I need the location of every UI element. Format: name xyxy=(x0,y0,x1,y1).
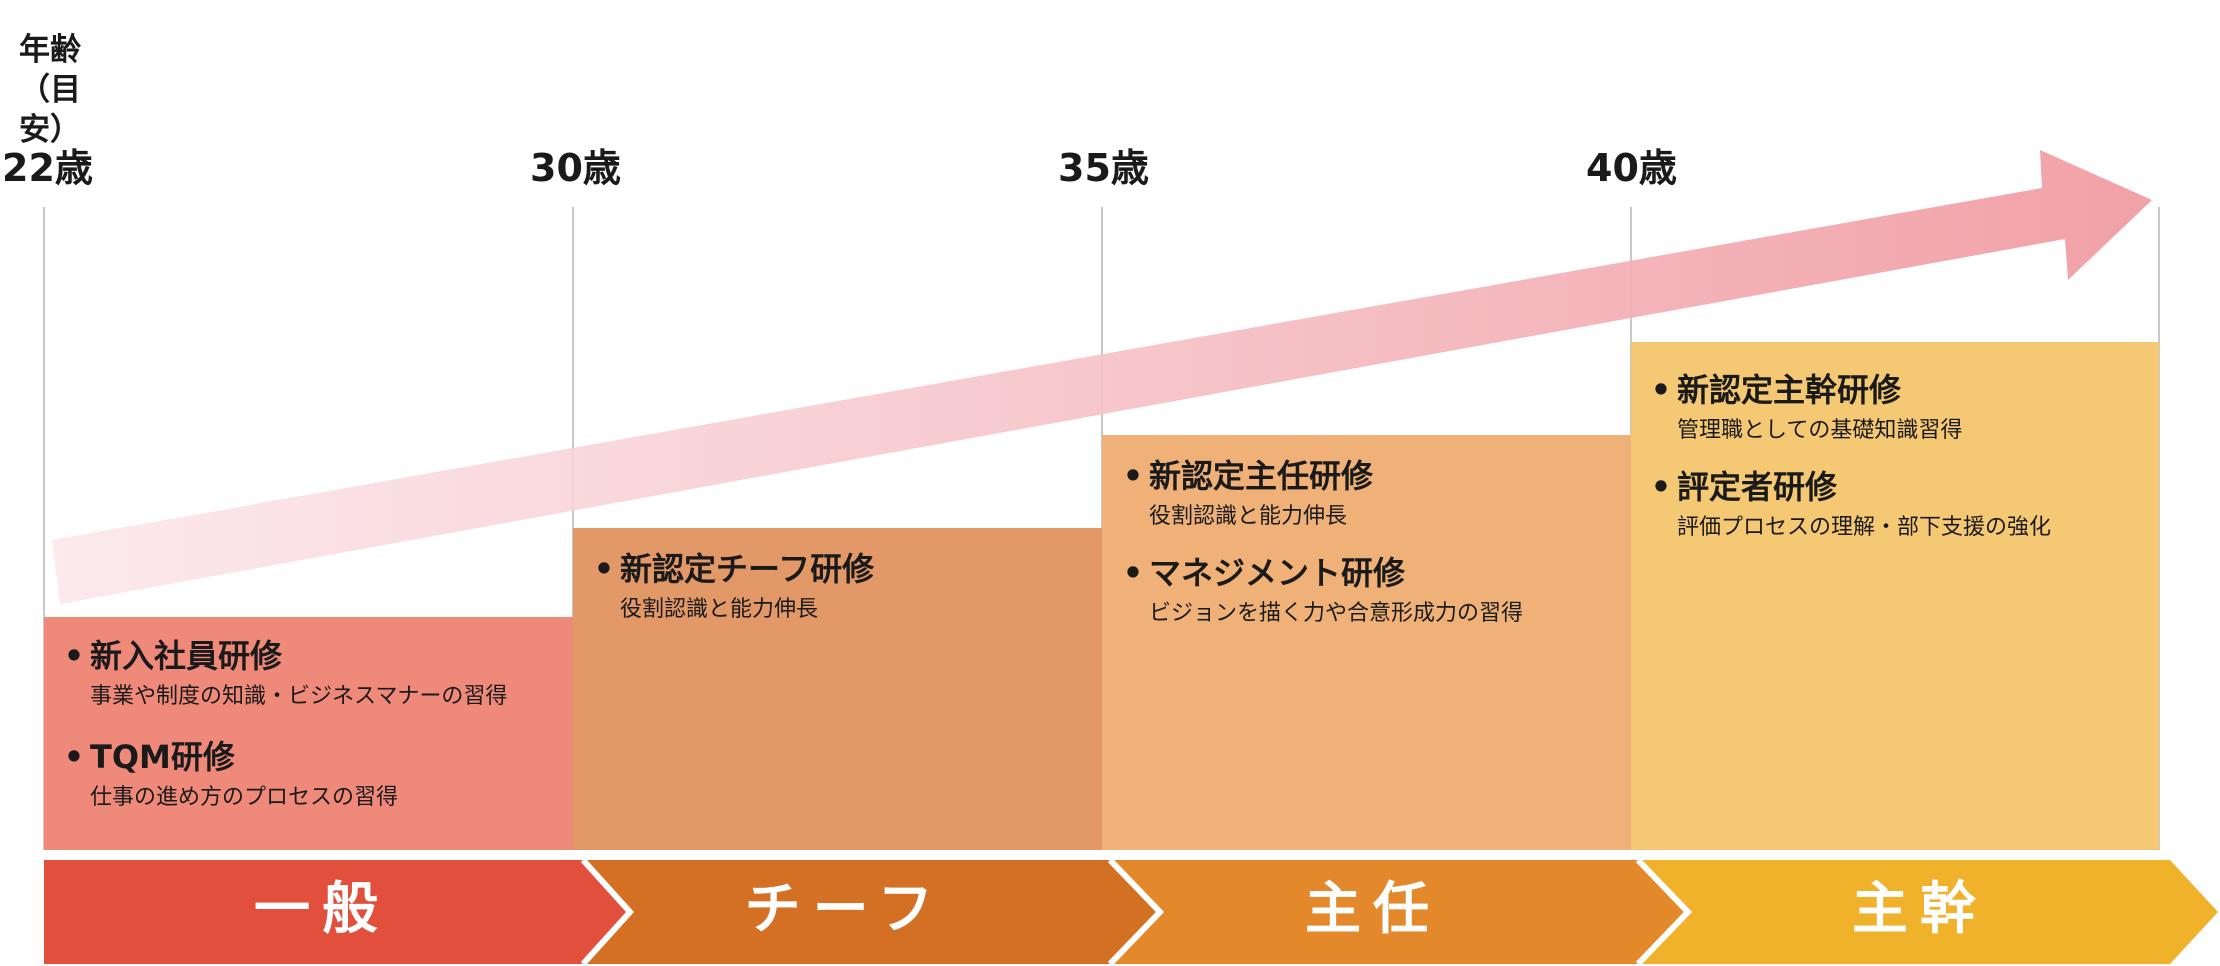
bullet-icon: • xyxy=(63,738,85,776)
course-management: •マネジメント研修 ビジョンを描く力や合意形成力の習得 xyxy=(1117,553,1523,629)
course-desc: 評価プロセスの理解・部下支援の強化 xyxy=(1677,515,2052,540)
bullet-icon: • xyxy=(1650,371,1672,409)
course-shunin-nintei: •新認定主任研修 役割認識と能力伸長 xyxy=(1117,456,1373,532)
course-name: 評定者研修 xyxy=(1677,468,1838,506)
axis-title-line2: （目安） xyxy=(19,72,81,148)
course-shukan-nintei: •新認定主幹研修 管理職としての基礎知識習得 xyxy=(1645,370,1963,446)
course-desc: 管理職としての基礎知識習得 xyxy=(1677,418,1963,443)
bullet-icon: • xyxy=(593,550,615,588)
course-chief-nintei: •新認定チーフ研修 役割認識と能力伸長 xyxy=(588,549,874,625)
bullet-icon: • xyxy=(1650,468,1672,506)
step-block-chief xyxy=(573,528,1102,850)
stage-chevron-general xyxy=(44,860,630,964)
growth-arrow xyxy=(52,150,2152,604)
course-desc: 役割認識と能力伸長 xyxy=(1149,504,1348,529)
guide-line-22 xyxy=(43,207,45,850)
stage-label-chief: チーフ xyxy=(744,877,946,942)
course-desc: 事業や制度の知識・ビジネスマナーの習得 xyxy=(90,684,508,709)
age-label-35: 35歳 xyxy=(1058,146,1149,190)
stage-chevron-shunin xyxy=(1110,860,1688,964)
axis-title-line1: 年齢 xyxy=(19,32,81,68)
bullet-icon: • xyxy=(63,637,85,675)
axis-title: 年齢 （目安） xyxy=(0,30,100,150)
stage-label-shunin: 主任 xyxy=(1305,877,1441,942)
stage-label-general: 一般 xyxy=(254,877,390,942)
course-name: 新入社員研修 xyxy=(90,637,283,675)
step-block-shunin xyxy=(1102,435,1631,850)
course-name: 新認定主任研修 xyxy=(1149,457,1374,495)
course-desc: 役割認識と能力伸長 xyxy=(620,597,819,622)
bullet-icon: • xyxy=(1122,554,1144,592)
course-desc: 仕事の進め方のプロセスの習得 xyxy=(90,785,399,810)
course-name: 新認定チーフ研修 xyxy=(620,550,875,588)
age-label-30: 30歳 xyxy=(530,146,621,190)
course-desc: ビジョンを描く力や合意形成力の習得 xyxy=(1149,601,1524,626)
stage-label-shukan: 主幹 xyxy=(1852,877,1988,942)
stage-chevron-chief xyxy=(583,860,1160,964)
stage-chevron-shukan xyxy=(1638,860,2218,964)
step-block-general xyxy=(44,617,573,850)
course-name: マネジメント研修 xyxy=(1149,554,1406,592)
step-block-shukan xyxy=(1631,342,2159,850)
course-shinnyu-shain: •新入社員研修 事業や制度の知識・ビジネスマナーの習得 xyxy=(58,636,508,712)
course-name: TQM研修 xyxy=(90,738,235,776)
age-label-22: 22歳 xyxy=(2,146,93,190)
age-label-40: 40歳 xyxy=(1586,146,1677,190)
bullet-icon: • xyxy=(1122,457,1144,495)
course-hyoteisha: •評定者研修 評価プロセスの理解・部下支援の強化 xyxy=(1645,467,2051,543)
guide-line-end xyxy=(2158,207,2160,850)
course-tqm: •TQM研修 仕事の進め方のプロセスの習得 xyxy=(58,737,398,813)
course-name: 新認定主幹研修 xyxy=(1677,371,1902,409)
